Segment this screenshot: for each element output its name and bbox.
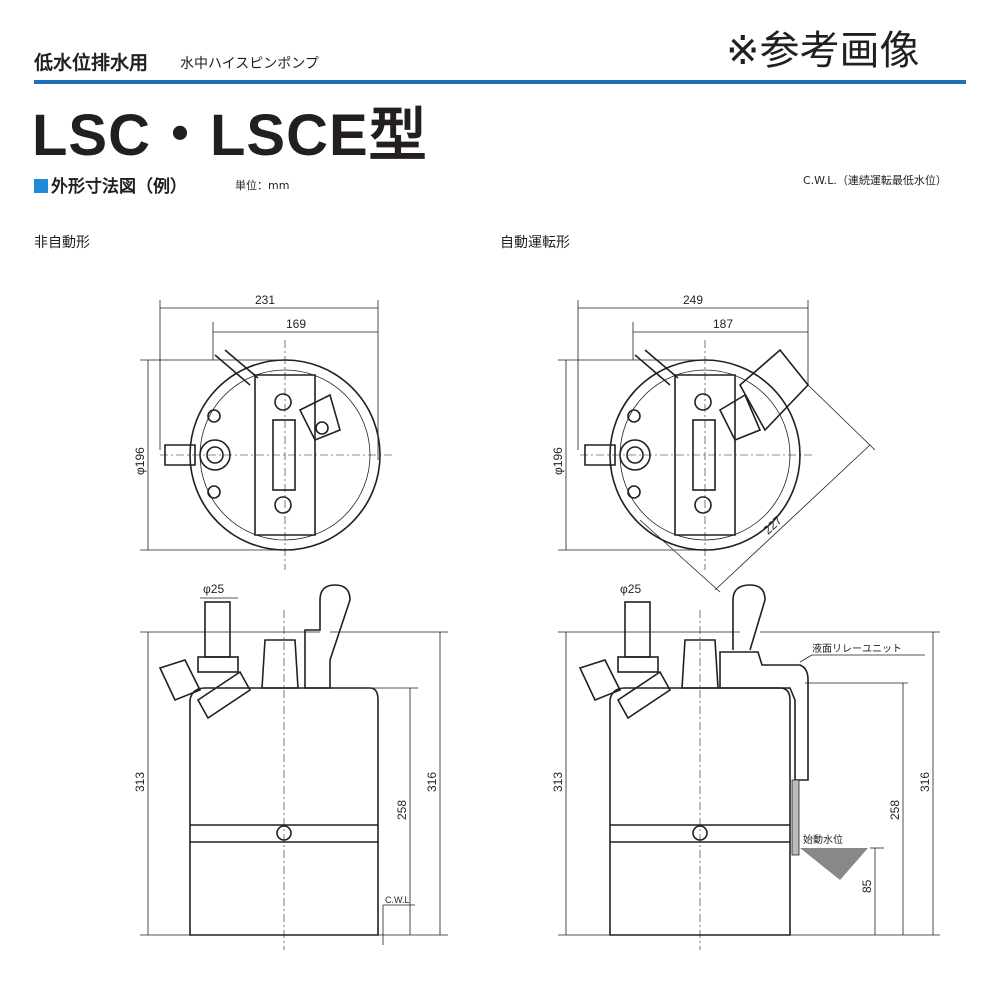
dim-width-total: 249: [683, 293, 703, 307]
dim-start-level: 85: [860, 879, 874, 893]
dim-width-total: 231: [255, 293, 275, 307]
dim-height-left: 313: [551, 772, 565, 792]
section-heading: 外形寸法図（例）: [34, 172, 187, 197]
automatic-label: 自動運転形: [500, 235, 570, 251]
cwl-note: C.W.L.（連続運転最低水位）: [803, 174, 947, 187]
dim-width-partial: 169: [286, 317, 306, 331]
dim-outlet: φ25: [620, 582, 641, 596]
dim-height-body: 258: [395, 800, 409, 820]
dim-diagonal: 227: [760, 513, 784, 537]
dim-height-body: 258: [888, 800, 902, 820]
dim-diameter: φ196: [133, 447, 147, 475]
relay-unit-callout: 液面リレーユニット: [812, 642, 902, 655]
dim-outlet: φ25: [203, 582, 224, 596]
dim-height-right: 316: [918, 772, 932, 792]
square-bullet-icon: [34, 179, 48, 193]
right-side-view: φ25 313 316 258 85 液面リレーユニット 始動水位: [551, 582, 940, 950]
subtitle-sub: 水中ハイスピンポンプ: [180, 56, 319, 72]
section-heading-text: 外形寸法図（例）: [51, 177, 187, 197]
left-top-view: 231 169 φ196: [133, 293, 395, 570]
dim-height-right: 316: [425, 772, 439, 792]
non-automatic-label: 非自動形: [34, 235, 90, 251]
left-side-view: φ25 313 316 258 C.W.L: [133, 582, 448, 950]
page-title: LSC・LSCE型: [32, 103, 428, 168]
start-level-callout: 始動水位: [803, 833, 843, 846]
reference-image-note: ※参考画像: [726, 28, 920, 74]
header-rule: [34, 80, 966, 84]
subtitle-main: 低水位排水用: [34, 52, 149, 74]
dim-height-left: 313: [133, 772, 147, 792]
unit-label: 単位：mm: [235, 179, 290, 192]
cwl-label: C.W.L: [385, 895, 410, 905]
dim-diameter: φ196: [551, 447, 565, 475]
right-top-view: 249 187 φ196 227: [551, 293, 876, 593]
dim-width-partial: 187: [713, 317, 733, 331]
